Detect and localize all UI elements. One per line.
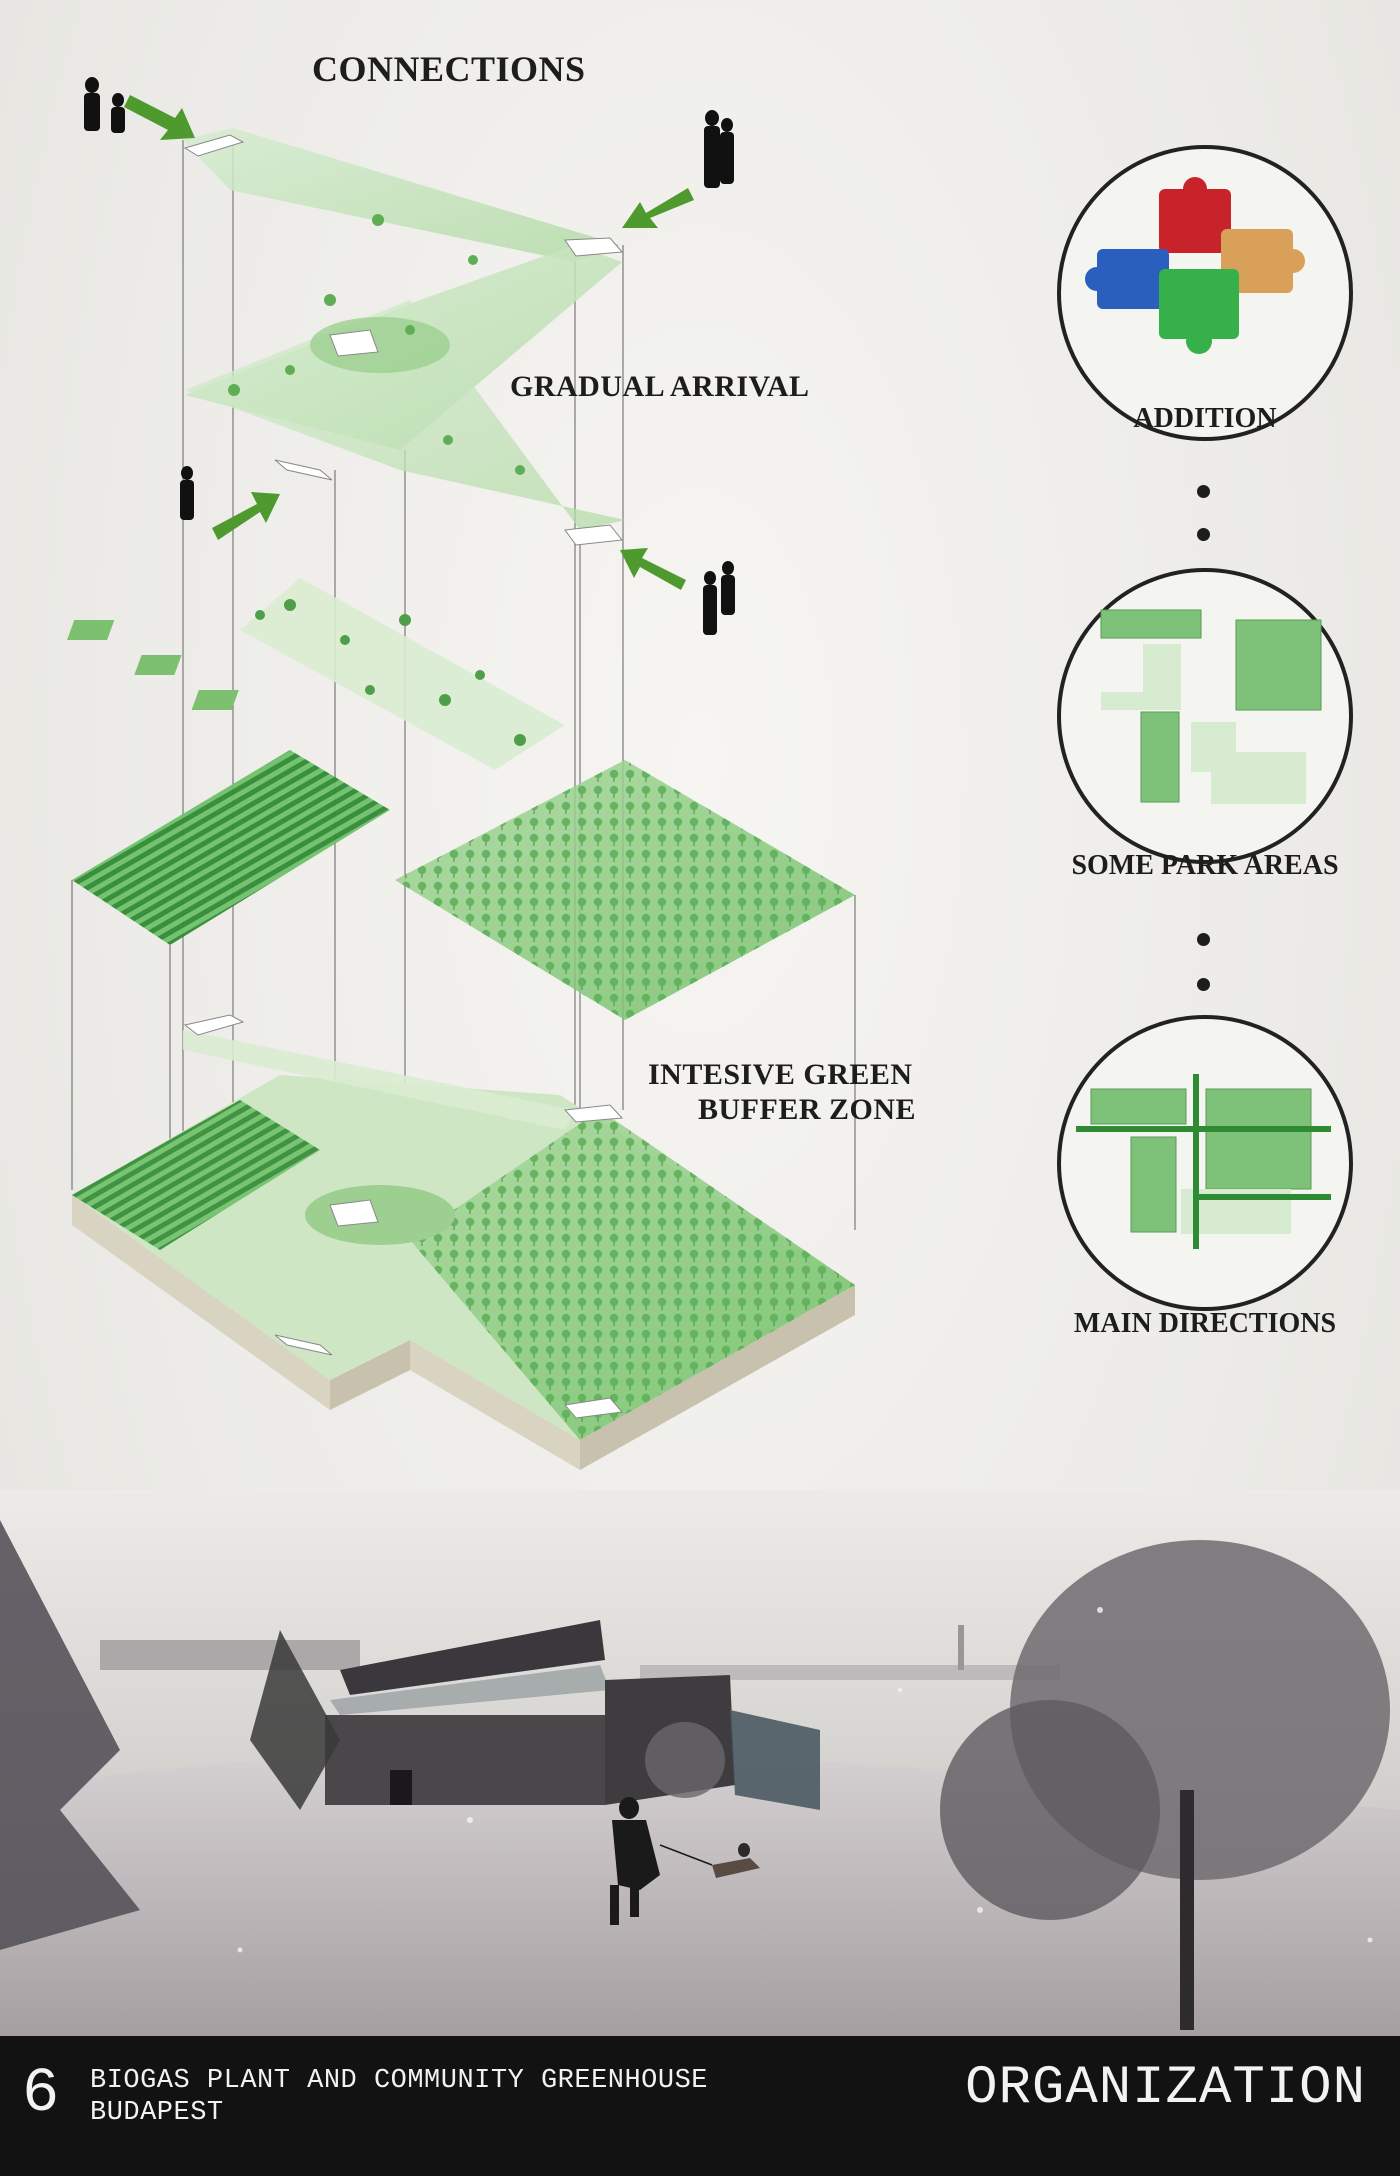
connector-dot: [1197, 528, 1210, 541]
main-directions-icon: [1076, 1074, 1331, 1249]
winter-scene-render: [0, 1490, 1400, 2036]
figures-sledding: [610, 1797, 760, 1925]
project-title-line1: BIOGAS PLANT AND COMMUNITY GREENHOUSE: [90, 2066, 708, 2096]
park-areas-layer: [67, 578, 565, 770]
addition-label: ADDITION: [1133, 403, 1277, 434]
title-buffer-zone-line2: BUFFER ZONE: [698, 1093, 917, 1126]
crop-rows-layer: [72, 750, 390, 945]
connector-dot: [1197, 933, 1210, 946]
park-areas-label: SOME PARK AREAS: [1071, 850, 1339, 881]
exploded-axonometric-diagram: [67, 77, 856, 1470]
forest-layer: [395, 760, 855, 1020]
title-gradual-arrival: GRADUAL ARRIVAL: [510, 370, 810, 403]
base-block: [72, 1014, 855, 1470]
puzzle-icon: [1085, 177, 1305, 354]
snowy-trees: [0, 1520, 1390, 2030]
title-connections: CONNECTIONS: [312, 49, 586, 89]
strategy-column: ADDITION SOME PARK AREAS MAIN DIRECTIONS: [1040, 130, 1370, 1380]
addition-circle: [1057, 145, 1353, 441]
connections-layer: [183, 128, 625, 546]
page-number: 6: [22, 2058, 60, 2129]
park-areas-circle: [1057, 568, 1353, 864]
connector-dot: [1197, 485, 1210, 498]
visitor-arrows: [124, 95, 694, 590]
project-title-line2: BUDAPEST: [90, 2098, 224, 2128]
main-directions-circle: [1057, 1015, 1353, 1311]
people-silhouettes: [84, 77, 735, 635]
park-areas-icon: [1100, 609, 1322, 804]
main-directions-label: MAIN DIRECTIONS: [1073, 1308, 1337, 1339]
footer-bar: 6 BIOGAS PLANT AND COMMUNITY GREENHOUSE …: [0, 2036, 1400, 2176]
section-title: ORGANIZATION: [965, 2058, 1366, 2119]
connector-dot: [1197, 978, 1210, 991]
title-buffer-zone-line1: INTESIVE GREEN: [648, 1058, 913, 1091]
